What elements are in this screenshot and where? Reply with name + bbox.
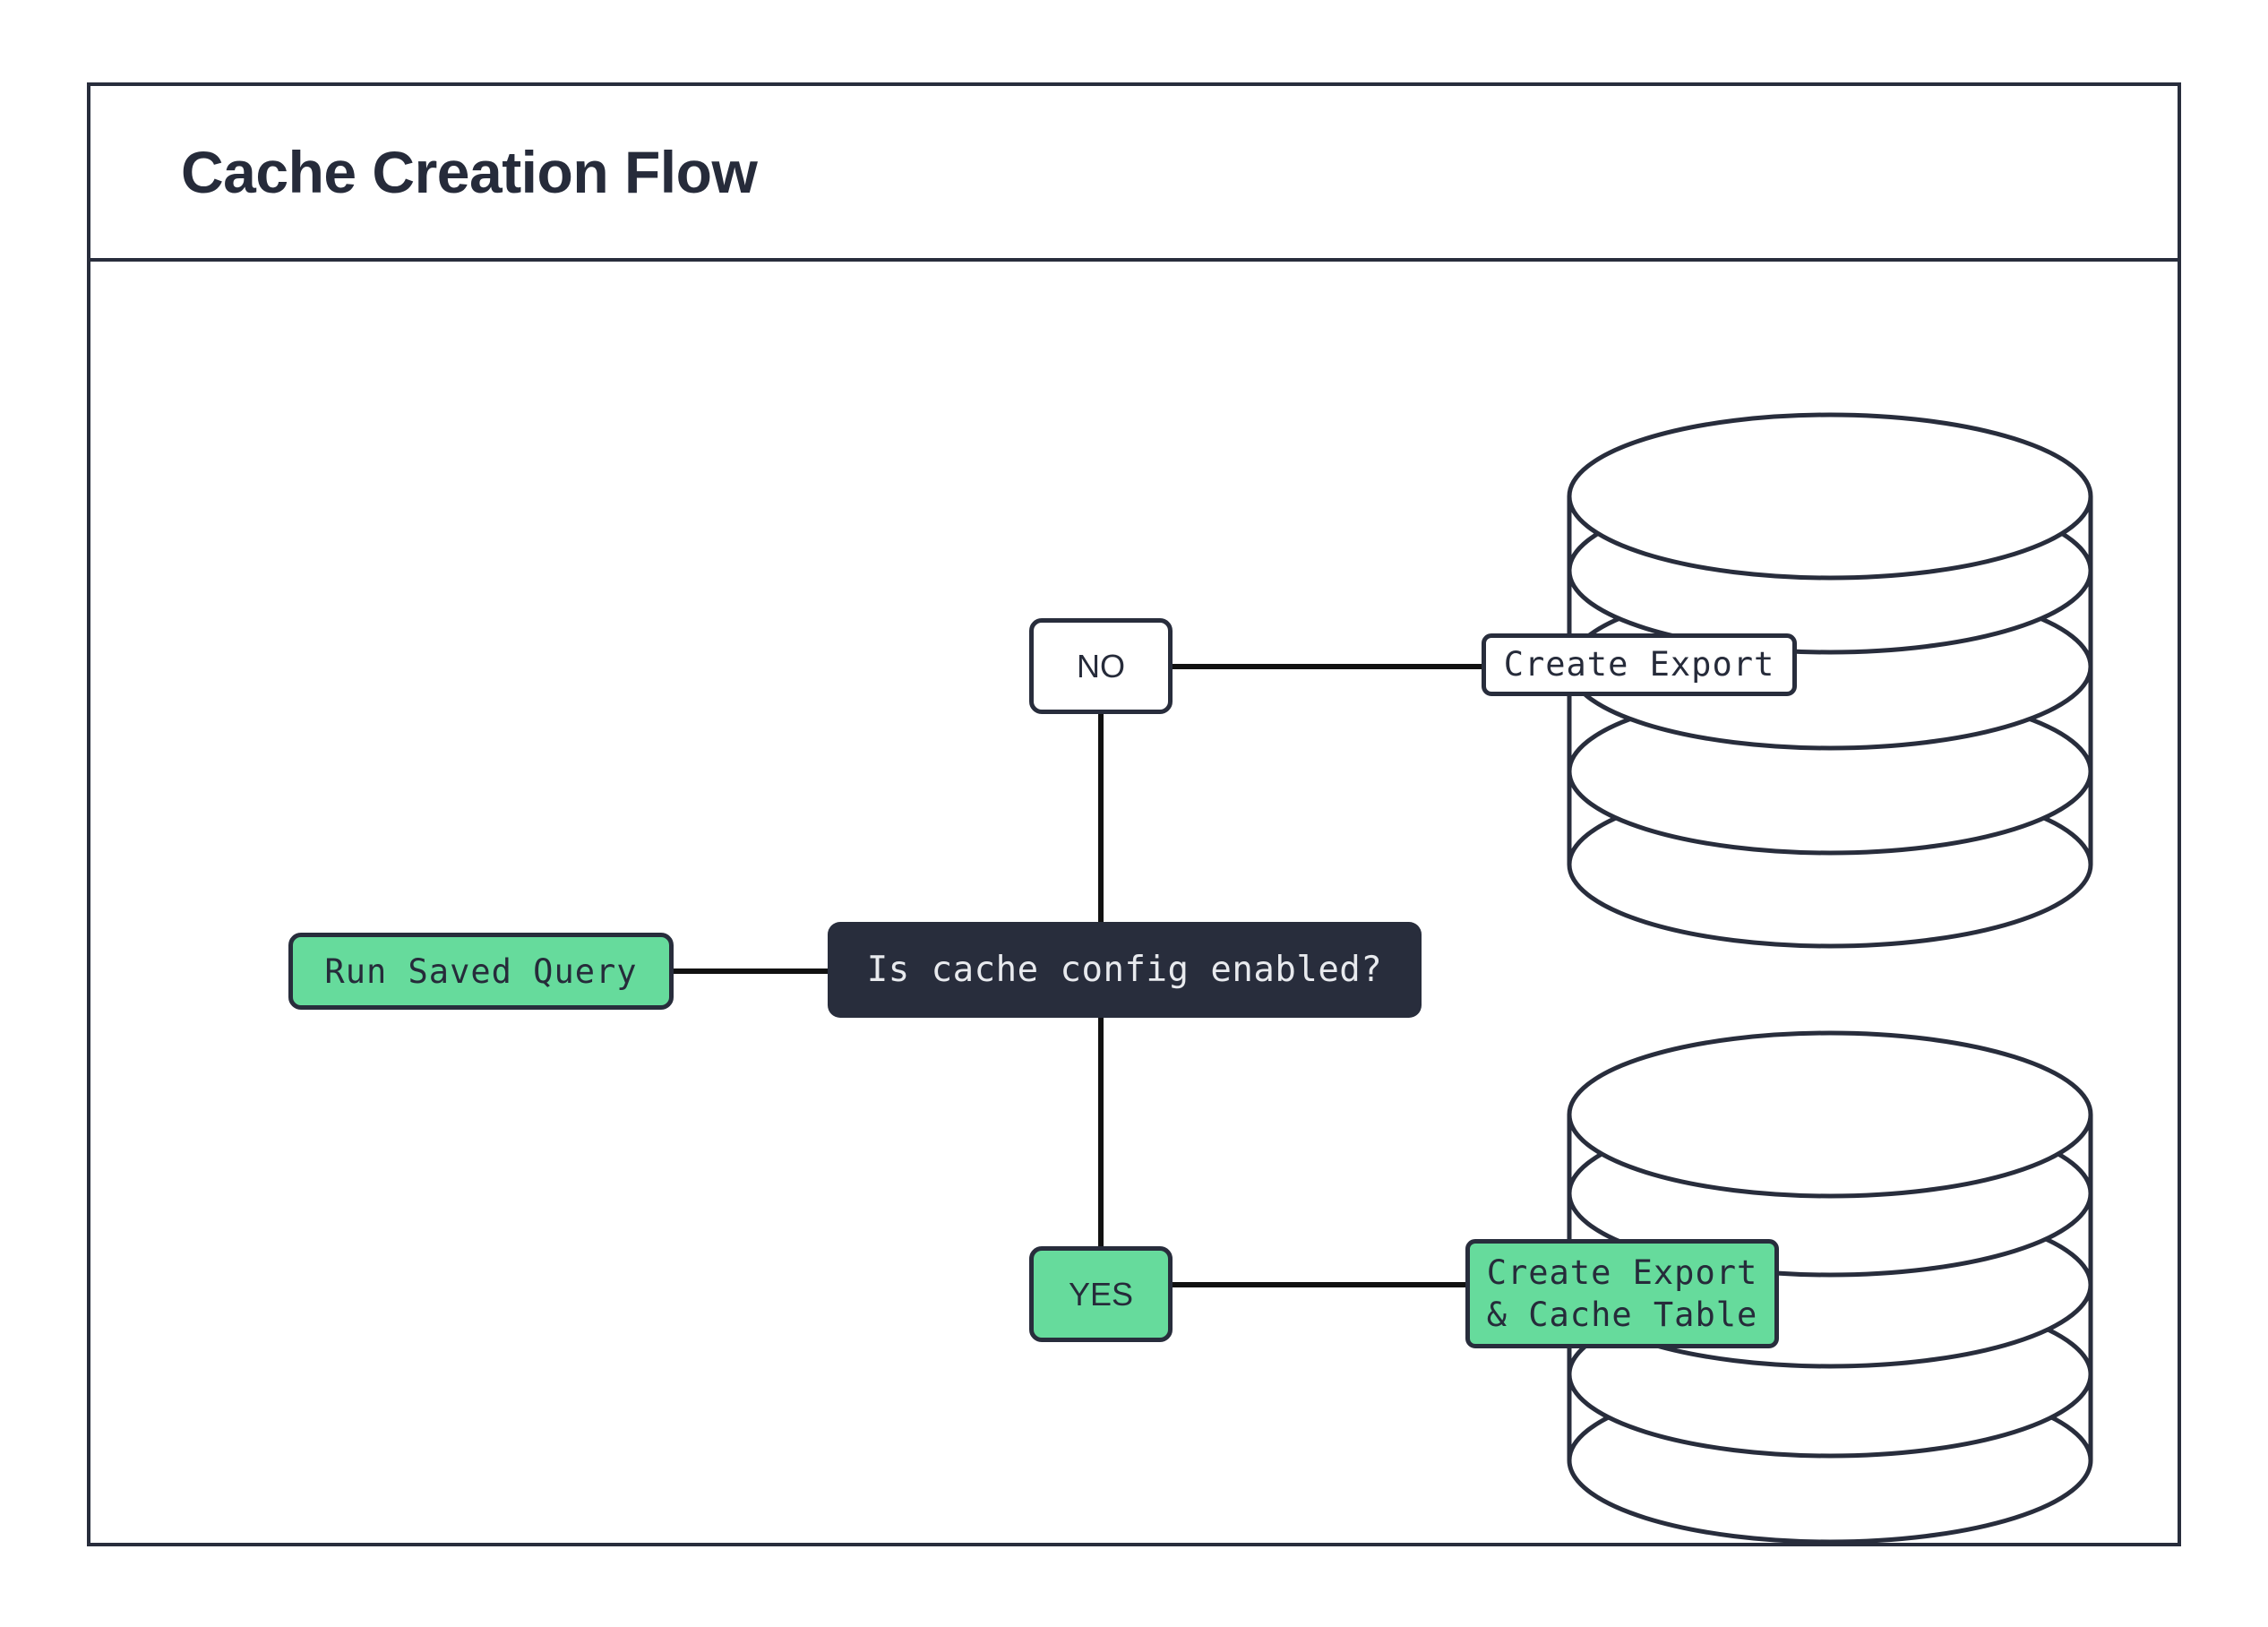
db-label-bottom-line1: Create Export — [1486, 1253, 1758, 1292]
node-run-saved-query[interactable]: Run Saved Query — [288, 933, 674, 1010]
database-cylinder-top — [1567, 412, 2093, 949]
db-label-create-export[interactable]: Create Export — [1482, 633, 1797, 696]
flow-graphics — [674, 412, 2093, 1545]
node-decision-cache-config[interactable]: Is cache config enabled? — [828, 922, 1422, 1018]
page-title: Cache Creation Flow — [181, 139, 758, 205]
diagram-frame: Cache Creation Flow — [87, 82, 2181, 1546]
branch-label-no[interactable]: NO — [1029, 618, 1173, 714]
db-label-bottom-line2: & Cache Table — [1486, 1296, 1758, 1334]
branch-label-yes[interactable]: YES — [1029, 1246, 1173, 1342]
flow-canvas: Run Saved Query Is cache config enabled?… — [90, 262, 2178, 1546]
db-label-create-export-and-cache-table[interactable]: Create Export & Cache Table — [1465, 1239, 1779, 1348]
diagram-header: Cache Creation Flow — [90, 86, 2178, 262]
